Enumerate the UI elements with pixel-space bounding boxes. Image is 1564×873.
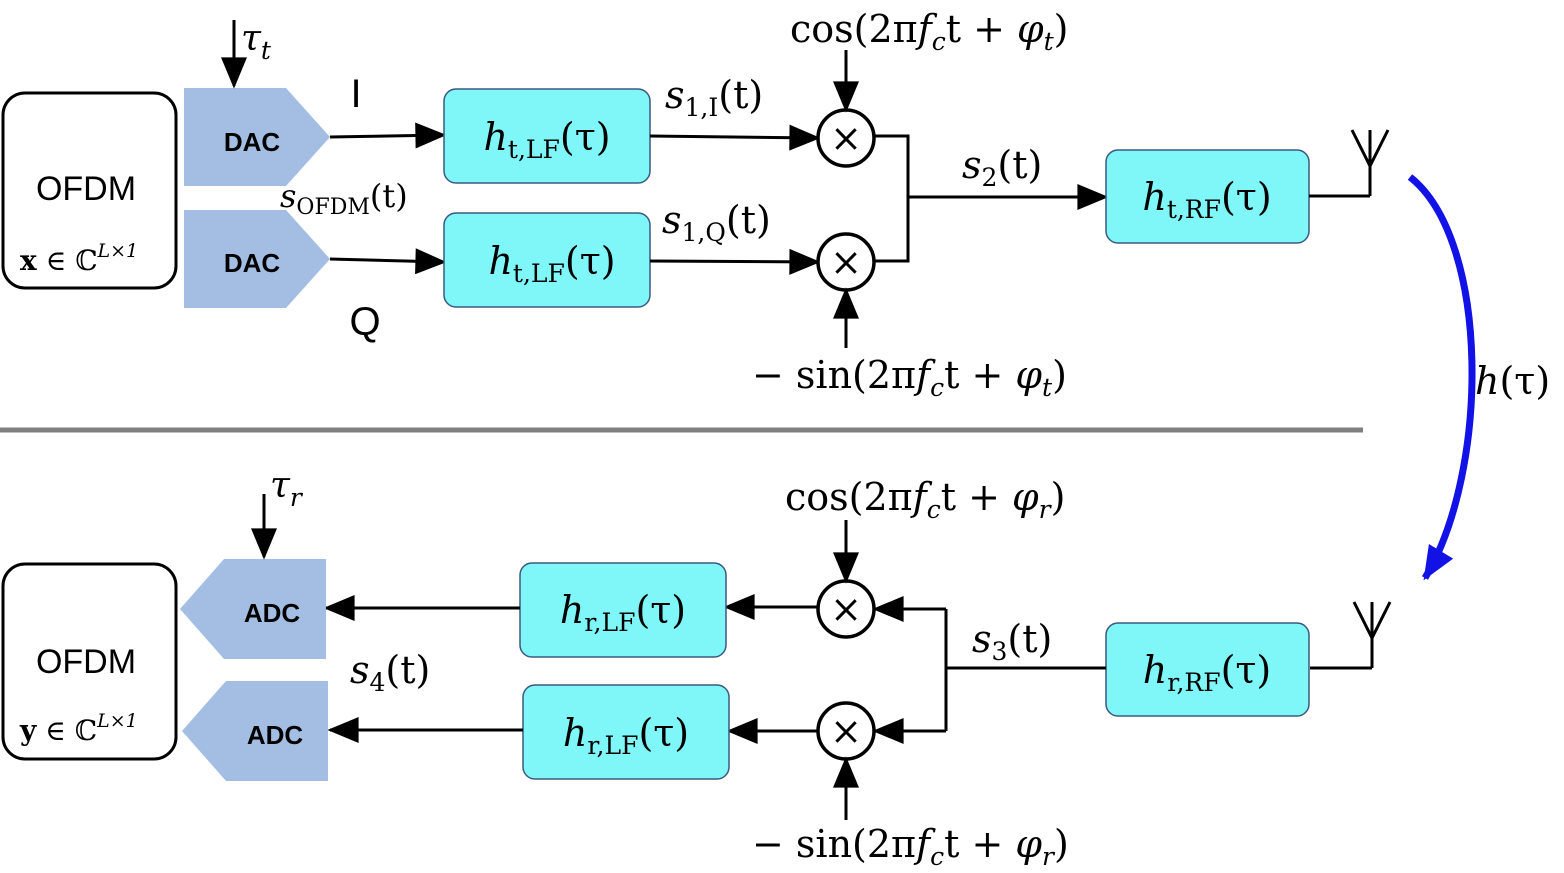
s1-i-label: s1,I(t) xyxy=(665,73,763,122)
s2-label: s2(t) xyxy=(962,143,1042,192)
adc-top-block xyxy=(180,559,326,659)
s1-q-label: s1,Q(t) xyxy=(662,198,771,247)
wire-lf-mixer-bottom xyxy=(649,248,821,275)
adc-bottom-label: ADC xyxy=(247,720,304,750)
y-vector-label: y ∈ ℂL×1 xyxy=(19,710,138,747)
rx-mixer-top-symbol: × xyxy=(830,587,862,631)
tx-lf-bottom-label: ht,LF(τ) xyxy=(488,239,615,288)
tx-sin-lo-label: − sin(2πfct + φt) xyxy=(752,353,1067,402)
ofdm-tx-label: OFDM xyxy=(36,170,136,208)
tx-lf-top-label: ht,LF(τ) xyxy=(483,115,610,164)
x-vector-label: x ∈ ℂL×1 xyxy=(20,240,138,277)
tx-rf-label: ht,RF(τ) xyxy=(1142,175,1271,224)
rx-cos-lo-label: cos(2πfct + φr) xyxy=(785,475,1065,524)
i-branch-label: I xyxy=(350,72,361,116)
tx-lowpass-filter-bottom xyxy=(443,212,651,308)
rx-sin-lo-label: − sin(2πfct + φr) xyxy=(752,822,1069,871)
wire-dac-lf-bottom xyxy=(329,248,447,275)
ofdm-rx-label: OFDM xyxy=(36,643,136,681)
s-ofdm-label: sOFDM(t) xyxy=(280,177,408,220)
tau-r-label: τr xyxy=(270,465,304,512)
rx-lowpass-filter-bottom xyxy=(522,684,730,780)
rx-rf-label: hr,RF(τ) xyxy=(1143,648,1272,697)
channel-label: h(τ) xyxy=(1475,359,1550,403)
ofdm-tx-box xyxy=(1,91,178,290)
tx-sum-junction xyxy=(874,134,910,263)
s4-label: s4(t) xyxy=(350,648,430,697)
rx-lf-top-label: hr,LF(τ) xyxy=(560,588,686,637)
channel-arrow xyxy=(1407,174,1476,581)
wire-lf-mixer-top xyxy=(649,124,821,151)
adc-bottom-block xyxy=(182,681,328,781)
rx-lowpass-filter-top xyxy=(519,562,727,658)
wire-dac-lf-top xyxy=(329,122,447,149)
receiver-section: hr,RF(τ) s3(t) × × cos(2πfct + φr) − sin… xyxy=(1,465,1392,871)
q-branch-label: Q xyxy=(349,300,380,344)
tx-mixer-bottom-symbol: × xyxy=(830,240,862,284)
dac-bottom-label: DAC xyxy=(224,248,281,278)
dac-bottom-block xyxy=(184,210,330,308)
dac-top-label: DAC xyxy=(224,127,281,157)
rx-lf-bottom-label: hr,LF(τ) xyxy=(563,711,689,760)
tau-t-label: τt xyxy=(241,18,272,65)
rx-antenna-icon xyxy=(1352,601,1392,668)
tx-mixer-top-symbol: × xyxy=(830,116,862,160)
ofdm-rx-box xyxy=(1,562,178,761)
rx-mixer-bottom-symbol: × xyxy=(830,709,862,753)
dac-top-block xyxy=(184,88,330,186)
adc-top-label: ADC xyxy=(244,598,301,628)
transmitter-section: OFDM x ∈ ℂL×1 DAC DAC τt I Q sOFDM(t) ht… xyxy=(1,7,1390,402)
s3-label: s3(t) xyxy=(972,617,1052,666)
tx-cos-lo-label: cos(2πfct + φt) xyxy=(790,7,1069,56)
tx-antenna-icon xyxy=(1350,129,1390,196)
